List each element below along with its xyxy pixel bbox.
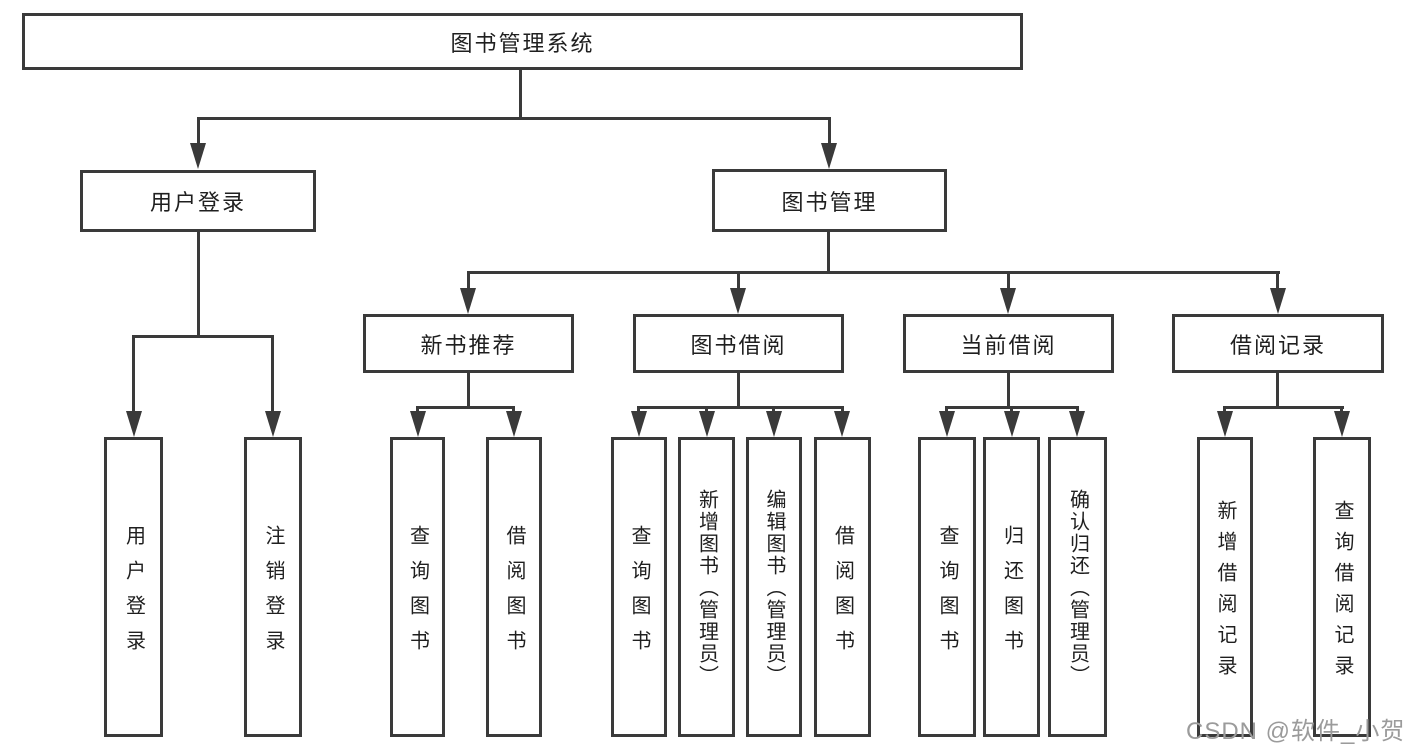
arrow-down-icon [699,411,715,437]
arrow-down-icon [821,143,837,169]
connector-line [519,68,522,120]
node-label: 确认归还（管理员） [1066,489,1089,687]
connector-line [1223,406,1344,409]
connector-line [197,117,200,145]
node-leaf-confirm-return-admin: 确认归还（管理员） [1048,437,1107,737]
connector-line [1276,271,1279,292]
node-label: 图书管理系统 [450,30,595,56]
connector-line [271,335,274,414]
connector-line [1007,372,1010,409]
node-label: 注销登录 [262,524,284,665]
connector-line [828,117,831,145]
node-label: 借阅记录 [1229,332,1326,358]
arrow-down-icon [126,411,142,437]
node-current-borrowing: 当前借阅 [903,314,1114,373]
node-leaf-borrow-books-1: 借阅图书 [486,437,542,737]
node-label: 新增借阅记录 [1214,499,1236,686]
arrow-down-icon [460,288,476,314]
node-book-borrowing: 图书借阅 [633,314,844,373]
node-book-management: 图书管理 [712,169,947,232]
node-label: 图书管理 [781,189,878,215]
arrow-down-icon [190,143,206,169]
arrow-down-icon [730,288,746,314]
node-label: 查询图书 [936,524,958,665]
node-user-login: 用户登录 [80,170,316,232]
connector-line [512,406,515,415]
connector-line [467,271,470,292]
arrow-down-icon [265,411,281,437]
node-leaf-user-login: 用户登录 [104,437,163,737]
connector-line [737,271,740,292]
arrow-down-icon [1270,288,1286,314]
node-label: 编辑图书（管理员） [763,489,785,687]
node-leaf-logout: 注销登录 [244,437,302,737]
connector-line [1076,406,1079,415]
connector-line [637,406,640,415]
node-label: 新增图书（管理员） [695,489,718,687]
connector-line [1010,406,1013,415]
connector-line [132,335,135,414]
connector-line [637,406,844,409]
connector-line [827,231,830,274]
arrow-down-icon [1334,411,1350,437]
node-leaf-query-books-2: 查询图书 [611,437,667,737]
node-root: 图书管理系统 [22,13,1023,70]
connector-line [705,406,708,415]
node-label: 查询图书 [628,524,650,665]
node-label: 当前借阅 [960,332,1057,358]
connector-line [467,372,470,409]
connector-line [1007,271,1010,292]
node-borrow-records: 借阅记录 [1172,314,1384,373]
connector-line [416,406,419,415]
node-label: 用户登录 [149,190,246,215]
arrow-down-icon [1069,411,1085,437]
node-leaf-add-borrow-record: 新增借阅记录 [1197,437,1253,737]
connector-line [1276,372,1279,409]
node-label: 归还图书 [1000,524,1023,665]
watermark-text: CSDN @软件_小贺同学 [1186,718,1405,745]
node-leaf-query-books-1: 查询图书 [390,437,445,737]
arrow-down-icon [834,411,850,437]
arrow-down-icon [1217,411,1233,437]
connector-line [132,335,274,338]
node-label: 查询借阅记录 [1331,499,1353,686]
connector-line [197,117,831,120]
node-label: 用户登录 [122,524,145,665]
connector-line [416,406,515,409]
node-new-book-recommend: 新书推荐 [363,314,574,373]
arrow-down-icon [1000,288,1016,314]
connector-line [772,406,775,415]
connector-line [1223,406,1226,415]
node-leaf-borrow-books-2: 借阅图书 [814,437,871,737]
node-leaf-add-books-admin: 新增图书（管理员） [678,437,735,737]
arrow-down-icon [1004,411,1020,437]
node-leaf-query-borrow-record: 查询借阅记录 [1313,437,1371,737]
arrow-down-icon [766,411,782,437]
arrow-down-icon [506,411,522,437]
arrow-down-icon [410,411,426,437]
arrow-down-icon [631,411,647,437]
node-leaf-return-books: 归还图书 [983,437,1040,737]
node-leaf-edit-books-admin: 编辑图书（管理员） [746,437,802,737]
node-label: 查询图书 [406,524,429,665]
node-leaf-query-books-3: 查询图书 [918,437,976,737]
connector-line [841,406,844,415]
connector-line [197,230,200,338]
node-label: 新书推荐 [420,332,517,358]
connector-line [1340,406,1343,415]
arrow-down-icon [939,411,955,437]
node-label: 借阅图书 [831,524,854,665]
connector-line [467,271,1280,274]
node-label: 借阅图书 [503,524,525,665]
connector-line [945,406,948,415]
node-label: 图书借阅 [690,332,787,358]
connector-line [737,372,740,409]
